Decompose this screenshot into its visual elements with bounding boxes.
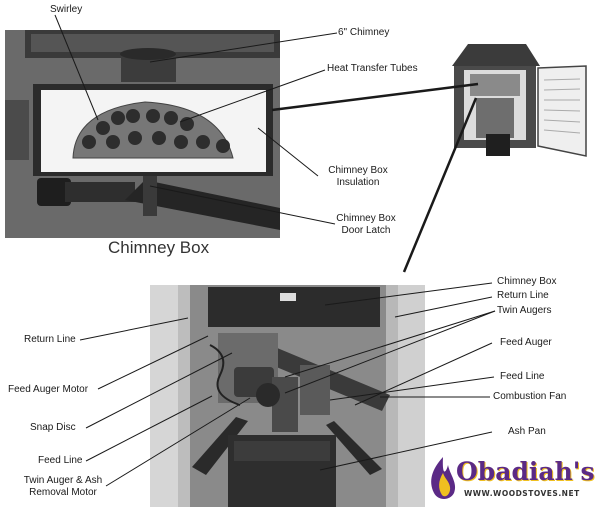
furnace-cabinet-photo [448, 38, 596, 168]
label-swirley: Swirley [50, 4, 83, 15]
label-chimney-box-insulation-line1: Chimney Box [328, 165, 388, 176]
label-chimney-box-insulation: Chimney Box Insulation [318, 165, 398, 189]
chimney-box-photo [5, 30, 280, 238]
label-twin-auger-motor-line2: Removal Motor [29, 487, 97, 498]
obadiahs-logo: Obadiah's WWW.WOODSTOVES.NET [428, 455, 595, 503]
label-feed-auger: Feed Auger [500, 337, 552, 348]
label-heat-transfer-tubes: Heat Transfer Tubes [327, 63, 418, 74]
label-feed-auger-motor: Feed Auger Motor [8, 384, 89, 395]
chimney-box-illustration [5, 30, 280, 238]
logo-name: Obadiah's [456, 457, 595, 486]
label-chimney-box-insulation-line2: Insulation [336, 177, 380, 188]
furnace-interior-photo [150, 285, 425, 507]
label-twin-augers: Twin Augers [497, 305, 552, 316]
label-6in-chimney: 6" Chimney [338, 27, 390, 38]
label-combustion-fan: Combustion Fan [493, 391, 567, 402]
furnace-interior-illustration [150, 285, 425, 507]
label-twin-auger-motor-line1: Twin Auger & Ash [23, 475, 103, 486]
label-return-line-left: Return Line [24, 334, 76, 345]
furnace-cabinet-illustration [452, 44, 587, 157]
logo-url: WWW.WOODSTOVES.NET [464, 489, 580, 498]
label-twin-auger-ash-removal-motor: Twin Auger & Ash Removal Motor [14, 475, 112, 499]
label-chimney-box-door-latch-line1: Chimney Box [336, 213, 396, 224]
chimney-box-caption: Chimney Box [108, 238, 210, 257]
flame-icon [431, 457, 456, 499]
label-chimney-box-bottom: Chimney Box [497, 276, 557, 287]
label-feed-line-left: Feed Line [38, 455, 83, 466]
label-chimney-box-door-latch: Chimney Box Door Latch [326, 213, 406, 237]
label-chimney-box-door-latch-line2: Door Latch [341, 225, 391, 236]
label-snap-disc: Snap Disc [30, 422, 76, 433]
label-feed-line-right: Feed Line [500, 371, 545, 382]
label-return-line-right: Return Line [497, 290, 549, 301]
label-ash-pan: Ash Pan [508, 426, 546, 437]
